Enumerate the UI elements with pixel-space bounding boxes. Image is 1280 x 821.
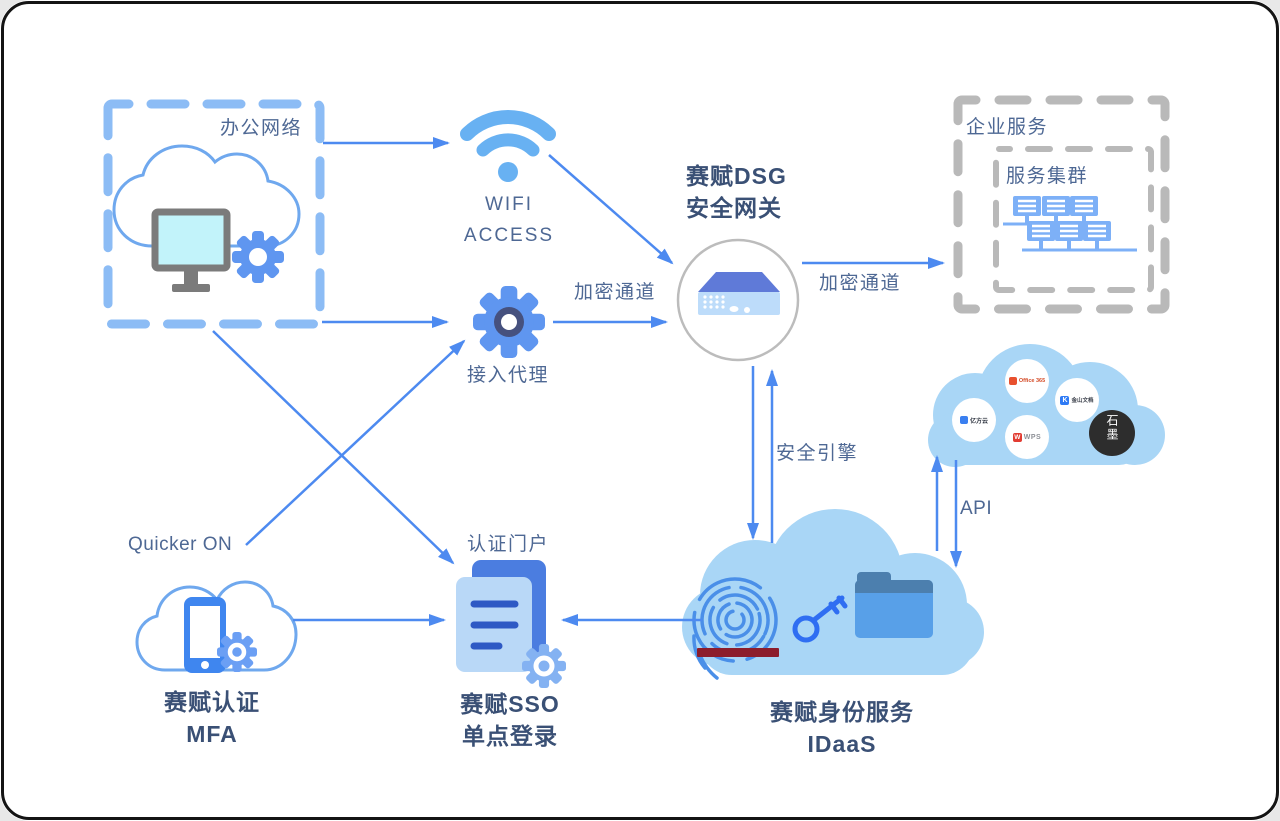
gateway-title-line1: 赛赋DSG	[686, 163, 787, 189]
wps-icon: W	[1012, 432, 1022, 442]
app-logo-yifangyun: 亿方云	[952, 398, 996, 442]
kdocs-label: 金山文档	[1071, 398, 1094, 404]
sso-portal-doc-icon	[456, 560, 546, 672]
sso-title-line1: 赛赋SSO	[460, 691, 560, 717]
wifi-icon	[460, 110, 556, 182]
mfa-title: 赛赋认证 MFA	[136, 686, 288, 750]
office365-icon	[1008, 377, 1017, 385]
encrypted-channel-left-label: 加密通道	[574, 282, 657, 303]
mfa-gear-icon	[217, 632, 257, 672]
fingerprint-scanline	[697, 648, 779, 657]
enterprise-services-box	[953, 95, 1170, 314]
api-label: API	[960, 498, 993, 519]
idaas-title-line1: 赛赋身份服务	[770, 699, 914, 725]
office-network-box	[103, 99, 325, 329]
office-network-label: 办公网络	[220, 118, 303, 139]
access-proxy-label: 接入代理	[467, 365, 550, 386]
app-logo-office365: Office 365	[1005, 359, 1049, 403]
gateway-title: 赛赋DSG 安全网关	[686, 160, 787, 224]
security-engine-label: 安全引擎	[776, 443, 859, 464]
idaas-title-line2: IDaaS	[807, 731, 877, 757]
sso-title-line2: 单点登录	[462, 723, 558, 749]
app-circle-office365	[1005, 359, 1049, 403]
office365-label: Office 365	[1018, 378, 1046, 384]
gateway-title-line2: 安全网关	[686, 195, 782, 221]
key-icon	[792, 595, 848, 643]
office-gear-icon	[232, 231, 284, 283]
app-logo-kdocs: K 金山文档	[1055, 378, 1099, 422]
app-circle-shimo	[1089, 410, 1135, 456]
dsg-gateway-node	[676, 238, 800, 362]
app-circle-yifangyun	[952, 398, 996, 442]
app-circle-wps	[1005, 415, 1049, 459]
sso-title: 赛赋SSO 单点登录	[434, 688, 586, 752]
folder-icon	[855, 572, 933, 638]
app-logo-wps: W WPS	[1005, 415, 1049, 459]
arrow-office-to-portal	[212, 330, 455, 565]
app-circle-kdocs	[1055, 378, 1099, 422]
sso-gear-icon	[522, 644, 566, 688]
yifangyun-label: 亿方云	[969, 418, 988, 425]
workstation-monitor-icon	[151, 208, 231, 292]
mfa-title-line1: 赛赋认证	[164, 689, 260, 715]
wifi-label-line2: ACCESS	[463, 225, 555, 246]
server-cluster-icon	[1003, 194, 1137, 252]
idaas-title: 赛赋身份服务 IDaaS	[751, 696, 933, 760]
enterprise-services-label: 企业服务	[966, 117, 1049, 138]
mfa-title-line2: MFA	[186, 721, 238, 747]
yifangyun-icon	[959, 416, 968, 424]
app-circles	[952, 359, 1135, 459]
phone-icon	[184, 597, 226, 673]
quicker-on-label: Quicker ON	[128, 534, 233, 555]
arrow-mfa-to-proxy	[245, 339, 466, 546]
arrow-wifi-to-gateway	[548, 154, 674, 265]
service-cluster-label: 服务集群	[1006, 166, 1089, 187]
kdocs-icon: K	[1060, 395, 1070, 405]
wifi-access-label: WIFI ACCESS	[448, 189, 570, 251]
wps-label: WPS	[1023, 433, 1042, 441]
gateway-router-icon	[698, 272, 780, 315]
access-proxy-gear-icon	[473, 286, 545, 358]
encrypted-channel-right-label: 加密通道	[819, 273, 902, 294]
auth-portal-label: 认证门户	[467, 534, 550, 555]
service-cluster-box	[993, 146, 1154, 293]
wifi-label-line1: WIFI	[484, 194, 534, 215]
shimo-label: 石墨	[1105, 414, 1119, 442]
